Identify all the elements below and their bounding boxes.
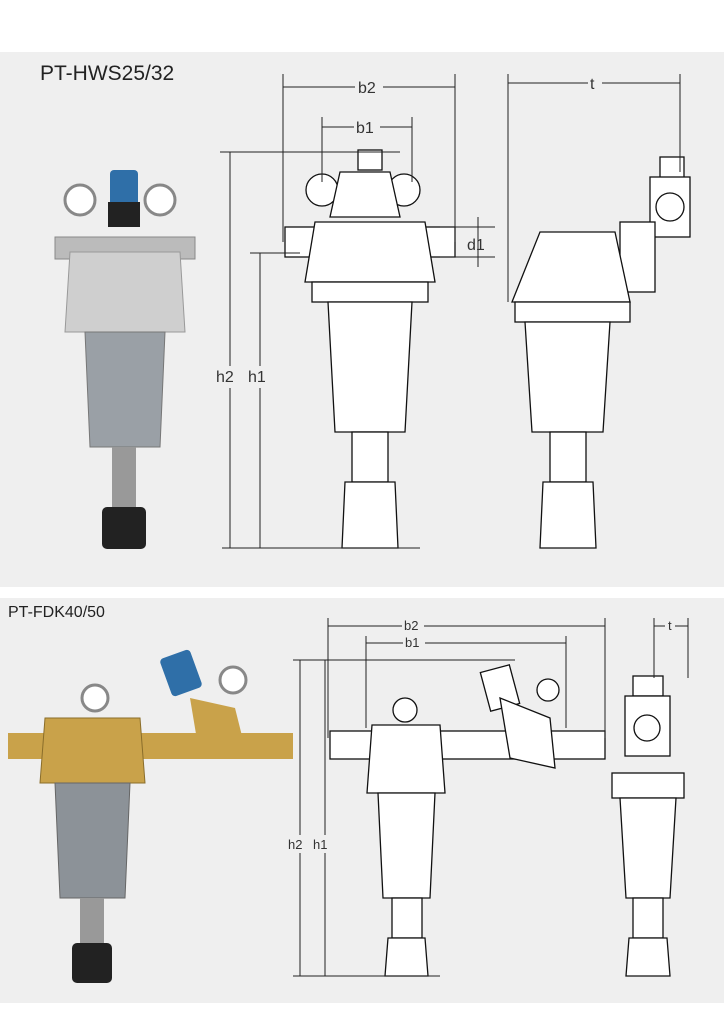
dim-h1: h1 <box>313 837 327 852</box>
dim-h2: h2 <box>288 837 302 852</box>
dim-h1: h1 <box>248 369 266 386</box>
panel-pt-fdk: PT-FDK40/50 <box>0 598 724 1003</box>
side-view-drawing <box>611 675 685 977</box>
panel-pt-hws: PT-HWS25/32 <box>0 52 724 587</box>
dimension-lines <box>293 618 689 977</box>
dim-b1: b1 <box>356 120 374 137</box>
dim-d1: d1 <box>467 237 485 254</box>
front-view-drawing <box>329 664 606 977</box>
product-photo <box>54 170 196 549</box>
dim-t: t <box>668 618 672 633</box>
dimension-lines <box>220 74 681 549</box>
side-view-drawing <box>511 156 691 549</box>
section-title: PT-FDK40/50 <box>8 604 105 621</box>
front-view-drawing <box>284 149 456 549</box>
dim-t: t <box>590 76 595 93</box>
dim-h2: h2 <box>216 369 234 386</box>
hws-diagram: b2 b1 t d1 h2 h1 <box>54 74 691 549</box>
section-title: PT-HWS25/32 <box>40 62 175 85</box>
dim-b2: b2 <box>404 618 418 633</box>
dim-b1: b1 <box>405 635 419 650</box>
dim-b2: b2 <box>358 80 376 97</box>
fdk-diagram: b2 b1 t h2 h1 <box>8 618 689 983</box>
product-photo <box>8 649 293 983</box>
